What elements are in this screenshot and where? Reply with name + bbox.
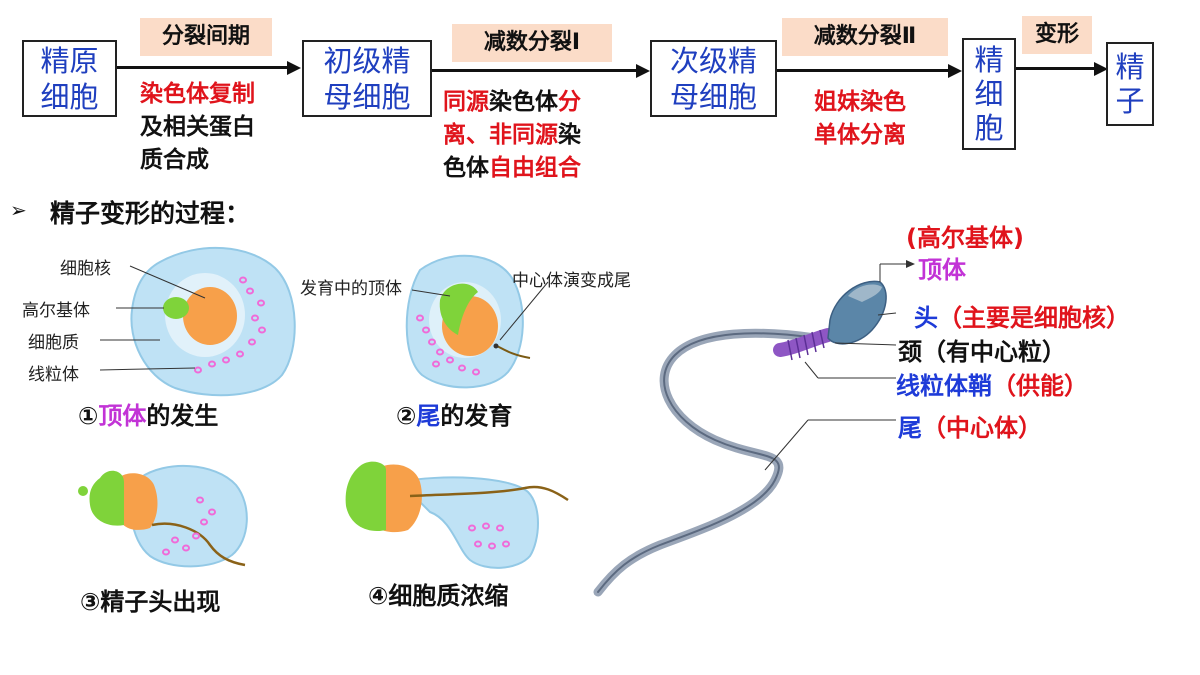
meiosis1-free-combination: 自由组合	[489, 155, 581, 181]
cell-secondary-spermatocyte-label: 次级精母细胞	[669, 43, 757, 114]
sperm-midpiece: 线粒体鞘	[896, 372, 992, 400]
cell-spermatogonium: 精原细胞	[22, 40, 117, 117]
label-mitochondria: 线粒体	[28, 365, 79, 385]
label-developing-acrosome: 发育中的顶体	[300, 279, 402, 299]
arrow-4	[1016, 67, 1096, 70]
meiosis1-separate-b: 离、	[443, 122, 489, 148]
section-title: 精子变形的过程：	[50, 199, 251, 228]
meiosis1-desc-line3: 色体自由组合	[443, 152, 618, 185]
panel1-caption-num: ①	[78, 402, 99, 430]
meiosis1-chromo-a: 染	[558, 122, 581, 148]
sperm-head-label: 头（主要是细胞核）	[914, 298, 1130, 333]
interphase-description: 染色体复制 及相关蛋白 质合成	[140, 78, 290, 177]
arrow-2	[432, 69, 638, 72]
meiosis1-chromosome: 染色体	[489, 89, 558, 115]
panel2-cell	[405, 254, 549, 389]
interphase-desc-line3: 质合成	[140, 147, 209, 173]
meiosis1-chromo-b: 色体	[443, 155, 489, 181]
arrow-1-head	[287, 61, 301, 75]
label-centriole-to-tail: 中心体演变成尾	[512, 271, 631, 291]
interphase-desc-line2: 及相关蛋白	[140, 114, 255, 140]
arrow-3	[777, 69, 950, 72]
sperm-illustration	[593, 260, 915, 597]
cell-primary-spermatocyte: 初级精母细胞	[302, 40, 432, 117]
cell-sperm: 精子	[1106, 42, 1154, 126]
arrow-1	[117, 66, 289, 69]
sperm-golgi-note: (高尔基体)	[906, 224, 1024, 252]
panel2-caption: ②尾的发育	[396, 396, 512, 431]
panel3-cell	[78, 464, 248, 568]
stage-interphase: 分裂间期	[140, 18, 272, 56]
arrow-2-head	[636, 64, 650, 78]
meiosis1-separate-a: 分	[558, 89, 581, 115]
panel2-caption-num: ②	[396, 402, 417, 430]
sperm-tail: 尾	[898, 414, 922, 442]
panel2-caption-highlight: 尾	[416, 402, 441, 430]
sperm-neck: 颈（有中心粒）	[898, 338, 1066, 366]
stage-meiosis-1: 减数分裂Ⅰ	[452, 24, 612, 62]
meiosis1-desc-line2: 离、非同源染	[443, 119, 618, 152]
sperm-acrosome: 顶体	[918, 256, 966, 284]
arrow-4-head	[1094, 62, 1108, 76]
panel1-caption-rest: 的发生	[146, 402, 219, 430]
cell-primary-spermatocyte-label: 初级精母细胞	[323, 43, 411, 114]
panel1-caption-highlight: 顶体	[98, 402, 147, 430]
meiosis2-description: 姐妹染色 单体分离	[814, 86, 944, 152]
meiosis2-desc-line2: 单体分离	[814, 122, 906, 148]
meiosis1-desc-line1: 同源染色体分	[443, 86, 618, 119]
interphase-desc-line1: 染色体复制	[140, 81, 255, 107]
meiosis2-desc-line1: 姐妹染色	[814, 89, 906, 115]
section-bullet: ➢	[10, 198, 27, 222]
panel4-cell	[345, 461, 569, 569]
panel1-cell	[99, 246, 296, 397]
sperm-head-note: （主要是细胞核）	[938, 304, 1130, 332]
meiosis1-nonhomologous: 非同源	[489, 122, 558, 148]
panel2-caption-rest: 的发育	[440, 402, 513, 430]
sperm-head: 头	[914, 304, 938, 332]
cell-secondary-spermatocyte: 次级精母细胞	[650, 40, 777, 117]
arrow-3-head	[948, 64, 962, 78]
sperm-tail-note: （中心体）	[922, 414, 1042, 442]
meiosis1-homologous: 同源	[443, 89, 489, 115]
cell-spermatid-label: 精细胞	[974, 43, 1004, 145]
sperm-tail-label: 尾（中心体）	[898, 408, 1042, 443]
cell-spermatogonium-label: 精原细胞	[40, 43, 99, 114]
label-golgi: 高尔基体	[22, 301, 90, 321]
panel3-caption: ③精子头出现	[80, 588, 221, 616]
label-nucleus: 细胞核	[60, 259, 111, 279]
panel4-caption: ④细胞质浓缩	[368, 582, 509, 610]
stage-transformation: 变形	[1022, 16, 1092, 54]
cell-spermatid: 精细胞	[962, 38, 1016, 150]
sperm-midpiece-note: （供能）	[992, 372, 1088, 400]
panel1-caption: ①顶体的发生	[78, 396, 218, 431]
cell-sperm-label: 精子	[1115, 50, 1145, 118]
sperm-midpiece-label: 线粒体鞘（供能）	[896, 366, 1088, 401]
label-cytoplasm: 细胞质	[28, 333, 79, 353]
stage-meiosis-2: 减数分裂Ⅱ	[782, 18, 948, 56]
meiosis1-description: 同源染色体分 离、非同源染 色体自由组合	[443, 86, 618, 185]
